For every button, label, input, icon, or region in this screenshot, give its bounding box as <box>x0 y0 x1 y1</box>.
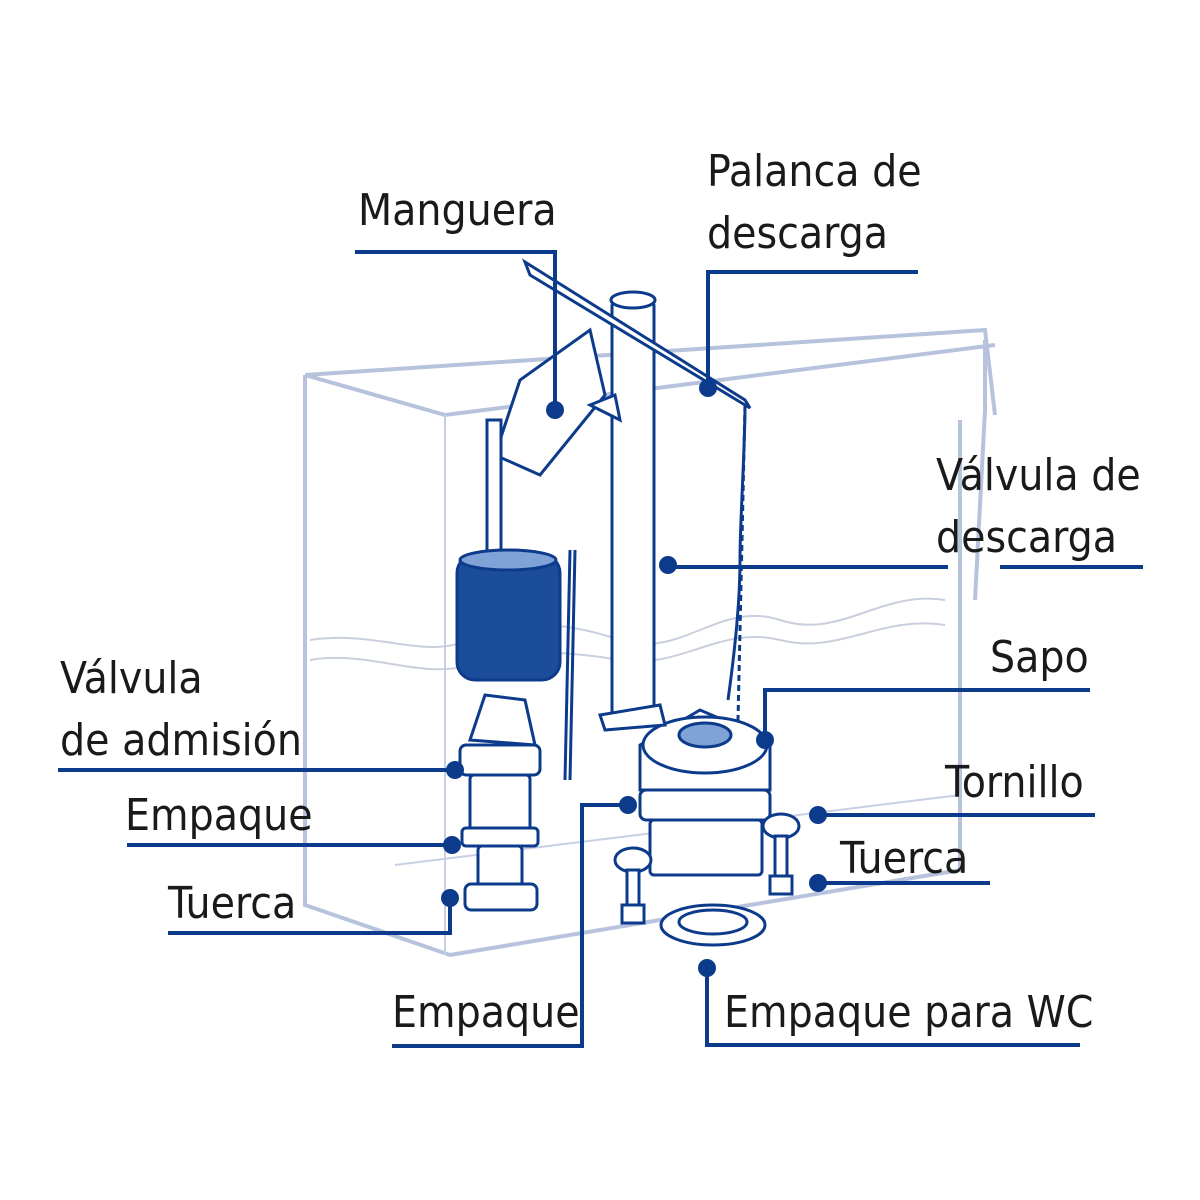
dot-valvula-admision <box>446 761 464 779</box>
leader-palanca <box>706 270 918 388</box>
dot-valvula-descarga <box>659 556 677 574</box>
label-palanca-line1: Palanca de <box>707 146 922 197</box>
flush-lever <box>493 258 752 701</box>
leader-lines <box>58 250 1143 1048</box>
leader-empaque-bottom <box>392 803 625 1048</box>
dot-tornillo <box>809 806 827 824</box>
label-sapo: Sapo <box>990 632 1089 683</box>
labels: Manguera Palanca de descarga Válvula de … <box>60 146 1141 1038</box>
dot-empaque-left <box>443 836 461 854</box>
leader-sapo <box>763 688 1090 740</box>
dot-manguera <box>546 401 564 419</box>
dot-tuerca-left <box>441 889 459 907</box>
label-tornillo: Tornillo <box>944 757 1084 808</box>
label-valvula-admision-line2: de admisión <box>60 715 302 766</box>
dot-tuerca-right <box>809 874 827 892</box>
bolts <box>613 812 801 947</box>
label-valvula-descarga-line2: descarga <box>936 512 1117 563</box>
label-palanca-line2: descarga <box>707 208 888 259</box>
label-tuerca-right: Tuerca <box>839 833 968 884</box>
chain <box>736 404 747 721</box>
flush-valve-base <box>598 703 772 877</box>
label-empaque-wc: Empaque para WC <box>724 987 1093 1038</box>
label-tuerca-left: Tuerca <box>167 878 296 929</box>
leader-tuerca-left <box>168 898 452 935</box>
label-manguera: Manguera <box>358 185 557 236</box>
dot-empaque-wc <box>698 959 716 977</box>
label-empaque-left: Empaque <box>125 790 313 841</box>
leader-manguera <box>355 250 557 410</box>
leader-empaque-wc <box>705 968 1080 1047</box>
fill-valve <box>455 418 577 912</box>
overflow-tube <box>609 290 657 722</box>
dot-palanca <box>699 379 717 397</box>
label-empaque-bottom: Empaque <box>392 987 580 1038</box>
label-valvula-admision-line1: Válvula <box>60 653 203 704</box>
dot-sapo <box>756 731 774 749</box>
label-valvula-descarga-line1: Válvula de <box>936 450 1141 501</box>
dot-empaque-bottom <box>619 796 637 814</box>
